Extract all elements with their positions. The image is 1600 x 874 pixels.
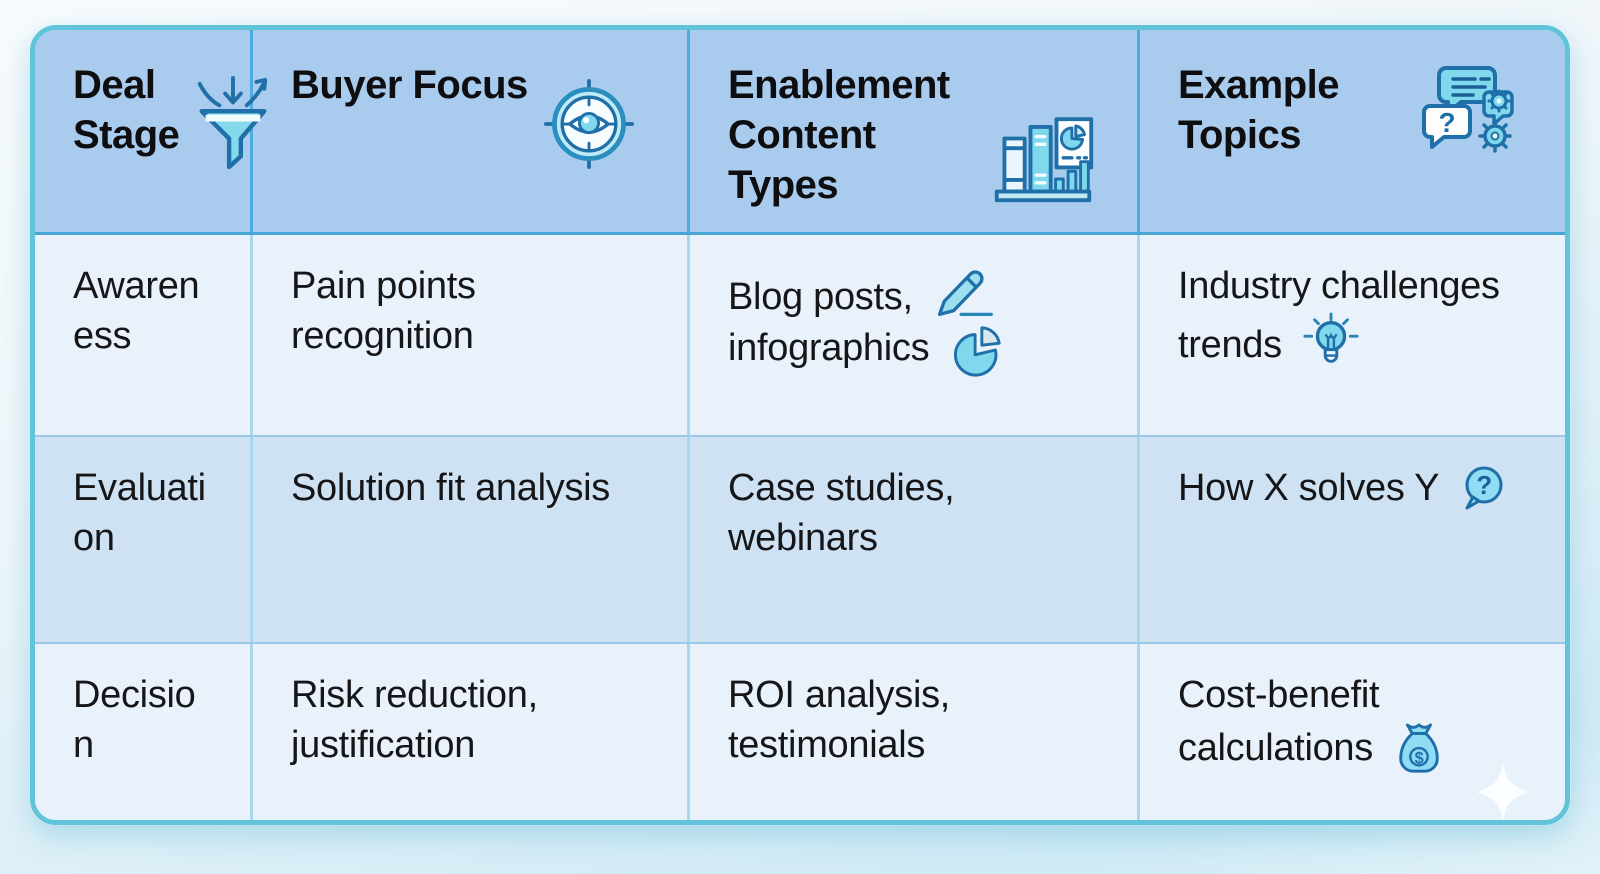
chat-gears-icon: ? (1415, 62, 1519, 165)
header-cell-buyer-focus: Buyer Focus (253, 30, 690, 232)
moneybag-icon: $ (1393, 720, 1445, 778)
cell-focus-awareness: Pain points recognition (253, 235, 690, 435)
header-label-content-types: Enablement Content Types (728, 63, 950, 207)
cell-content-awareness: Blog posts, infographics (690, 235, 1140, 435)
cell-text: justification (291, 724, 476, 766)
cell-text: trends (1178, 324, 1282, 366)
cell-text: Industry challenges (1178, 265, 1500, 307)
cell-text: recognition (291, 315, 474, 357)
question-glyph: ? (1438, 107, 1455, 138)
sparkle-icon (1472, 761, 1534, 828)
cell-text: Decisio (73, 674, 196, 716)
cell-text: webinars (728, 517, 878, 559)
cell-topics-evaluation: How X solves Y ? (1140, 437, 1565, 642)
header-label-deal-stage: Deal Stage (73, 63, 180, 157)
cell-text: Cost-benefit (1178, 674, 1380, 716)
cell-text: Pain points (291, 265, 476, 307)
question-bubble-icon: ? (1459, 464, 1507, 512)
funnel-icon (189, 68, 277, 179)
cell-text: calculations (1178, 727, 1373, 769)
cell-text: Case studies, (728, 467, 955, 509)
lightbulb-icon (1302, 311, 1360, 373)
table-row-decision: Decisio n Risk reduction, justification … (35, 642, 1565, 820)
cell-stage-decision: Decisio n (35, 644, 253, 820)
header-label-example-topics: Example Topics (1178, 63, 1340, 157)
cell-text: Risk reduction, (291, 674, 538, 716)
cell-stage-awareness: Awaren ess (35, 235, 253, 435)
table-row-awareness: Awaren ess Pain points recognition Blog … (35, 235, 1565, 435)
header-label-buyer-focus: Buyer Focus (291, 63, 528, 107)
pie-chart-icon (950, 322, 1006, 378)
target-icon (543, 78, 635, 175)
cell-text: Evaluati (73, 467, 206, 509)
cell-text: ROI analysis, (728, 674, 951, 716)
cell-text: testimonials (728, 724, 926, 766)
question-glyph: ? (1476, 470, 1492, 500)
table-row-evaluation: Evaluati on Solution fit analysis Case s… (35, 435, 1565, 642)
header-cell-content-types: Enablement Content Types (690, 30, 1140, 232)
cell-text: on (73, 517, 115, 559)
pen-icon (933, 261, 995, 317)
cell-text: How X solves Y (1178, 467, 1439, 509)
cell-content-evaluation: Case studies, webinars (690, 437, 1140, 642)
cell-topics-awareness: Industry challenges trends (1140, 235, 1565, 435)
header-cell-example-topics: Example Topics (1140, 30, 1565, 232)
stages-table: Deal Stage Buyer Focus (30, 25, 1570, 825)
cell-stage-evaluation: Evaluati on (35, 437, 253, 642)
cell-text: infographics (728, 327, 930, 369)
cell-text: Awaren (73, 265, 200, 307)
cell-text: ess (73, 315, 132, 357)
cell-text: n (73, 724, 94, 766)
library-chart-icon (989, 97, 1097, 212)
cell-text: Solution fit analysis (291, 467, 610, 509)
dollar-glyph: $ (1415, 749, 1424, 767)
cell-content-decision: ROI analysis, testimonials (690, 644, 1140, 820)
cell-focus-decision: Risk reduction, justification (253, 644, 690, 820)
header-cell-deal-stage: Deal Stage (35, 30, 268, 232)
table-header-row: Deal Stage Buyer Focus (35, 30, 1565, 235)
cell-topics-decision: Cost-benefit calculations $ (1140, 644, 1565, 820)
cell-focus-evaluation: Solution fit analysis (253, 437, 690, 642)
cell-text: Blog posts, (728, 276, 913, 318)
